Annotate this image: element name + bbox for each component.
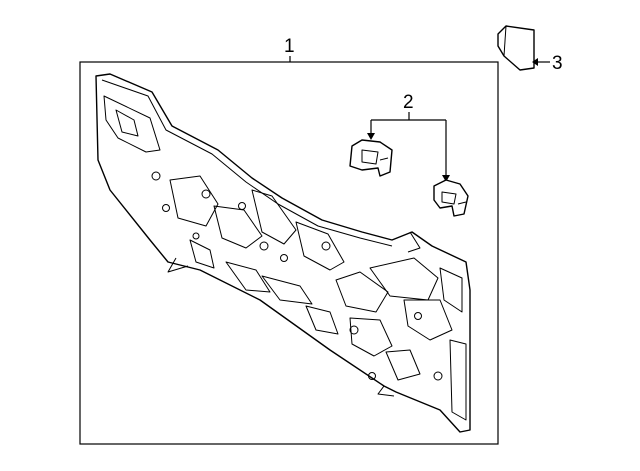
callout-3-arrow xyxy=(532,58,538,66)
rear-body-panel xyxy=(95,73,471,433)
bracket-right xyxy=(433,179,469,217)
panel-frame xyxy=(79,61,499,445)
callout-2-right-arrow xyxy=(442,175,450,182)
callout-1-label: 1 xyxy=(284,36,295,57)
bracket-left xyxy=(349,139,393,177)
callout-3-label: 3 xyxy=(552,53,563,74)
trim-pad xyxy=(497,25,535,71)
callout-2-left-arrow xyxy=(367,133,375,140)
callout-2-label: 2 xyxy=(403,92,414,113)
